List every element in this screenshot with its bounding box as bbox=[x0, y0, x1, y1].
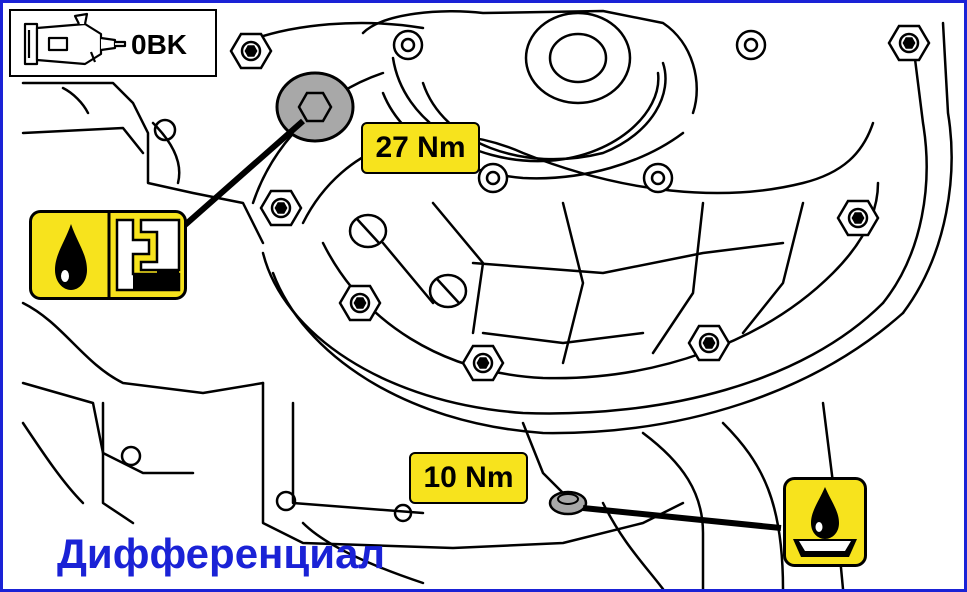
oil-drop-drain-pan-icon bbox=[783, 477, 867, 567]
diagram-caption: Дифференциал bbox=[57, 530, 386, 577]
differential-housing-drawing bbox=[21, 9, 953, 589]
drain-plug bbox=[548, 490, 588, 516]
transmission-code-box: 0BK bbox=[9, 9, 217, 77]
transmission-code-label: 0BK bbox=[131, 29, 188, 60]
hex-bolts bbox=[229, 24, 931, 382]
transmission-gearbox-icon bbox=[23, 12, 127, 66]
oil-drop-fill-level-icon bbox=[29, 210, 187, 300]
leader-lines bbox=[183, 118, 782, 531]
fill-plug-torque-label: 27 Nm bbox=[361, 122, 480, 174]
drain-plug-torque-label: 10 Nm bbox=[409, 452, 528, 504]
